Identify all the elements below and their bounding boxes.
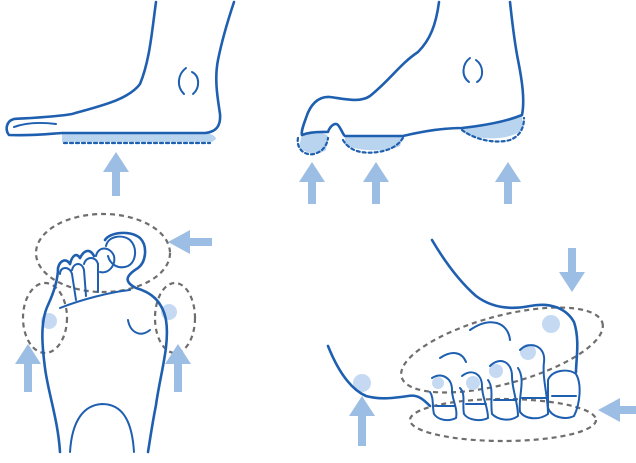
flat-foot-outline bbox=[7, 2, 234, 135]
flat-foot-figure bbox=[7, 2, 234, 196]
hammer-toe-nail-lines bbox=[436, 396, 576, 406]
hammer-toe-arrow-side bbox=[598, 398, 636, 422]
high-arch-foot-outline bbox=[302, 2, 523, 136]
hammer-toe-crease bbox=[440, 322, 510, 362]
hammer-toe-pressure-1 bbox=[542, 315, 560, 333]
flat-foot-toe-line bbox=[14, 123, 56, 127]
hammer-toe-pressure-4 bbox=[466, 376, 480, 390]
high-arch-foot-figure bbox=[298, 2, 524, 204]
bunion-heel-line bbox=[70, 404, 134, 452]
hammer-toe-arrow-bottom bbox=[349, 396, 375, 446]
high-arch-arrow-ball bbox=[363, 162, 389, 204]
hammer-toe-big-toe bbox=[548, 371, 580, 418]
bunion-arrow-right-bottom bbox=[165, 344, 191, 392]
high-arch-arrow-heel bbox=[495, 162, 521, 204]
hammer-toe-sole-line bbox=[328, 346, 430, 406]
high-arch-arrow-toe bbox=[299, 162, 325, 204]
bunion-foot-outline bbox=[42, 233, 167, 452]
hammer-toe-pressure-2 bbox=[520, 344, 536, 360]
bunion-arrow-right bbox=[168, 230, 212, 254]
hammer-toe-arrow-top bbox=[559, 248, 585, 292]
flat-foot-ankle-bone bbox=[179, 68, 198, 94]
bunion-foot-figure bbox=[15, 214, 212, 452]
flat-foot-arrow bbox=[103, 152, 129, 196]
high-arch-ball-contact bbox=[345, 136, 403, 150]
hammer-toe-pressure-5 bbox=[432, 377, 444, 389]
hammer-toe-foot-figure bbox=[328, 240, 636, 446]
bunion-ball-line bbox=[60, 290, 150, 334]
high-arch-ankle-bone bbox=[463, 58, 482, 82]
bunion-arrow-left bbox=[15, 344, 41, 392]
bunion-right-zone bbox=[155, 283, 195, 353]
